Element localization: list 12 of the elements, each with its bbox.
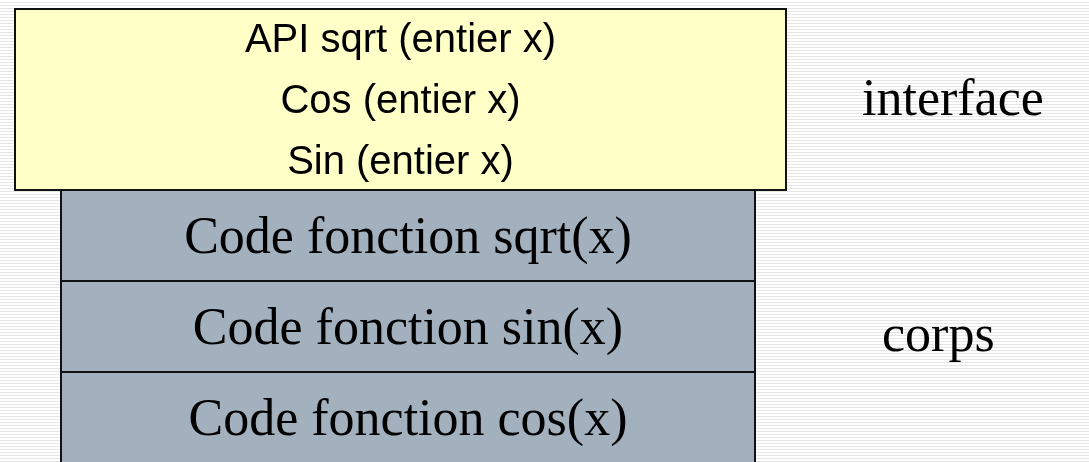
layer-label: interface bbox=[862, 68, 1044, 127]
code-label: Code fonction sin(x) bbox=[192, 297, 624, 356]
interface-box bbox=[14, 8, 787, 191]
code-block bbox=[60, 371, 756, 462]
function-signature: Cos (entier x) bbox=[280, 76, 521, 123]
function-signature: Sin (entier x) bbox=[287, 137, 514, 184]
code-block bbox=[60, 280, 756, 373]
layer-label: corps bbox=[882, 304, 995, 363]
function-signature: API sqrt (entier x) bbox=[244, 15, 557, 62]
code-block bbox=[60, 189, 756, 282]
code-label: Code fonction sqrt(x) bbox=[184, 206, 632, 265]
code-label: Code fonction cos(x) bbox=[188, 388, 628, 447]
